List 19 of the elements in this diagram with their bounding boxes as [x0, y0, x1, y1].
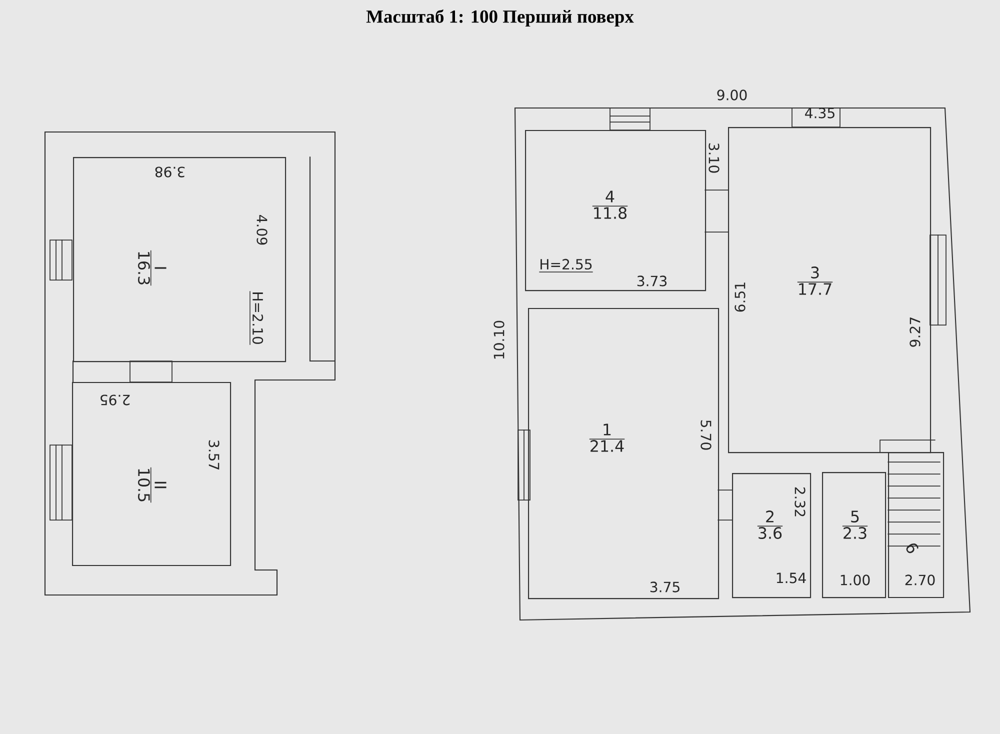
dimension-label: 1.54 — [776, 572, 806, 584]
height-label: H=2.10 — [250, 290, 264, 346]
dimension-label: 9.00 — [717, 90, 747, 100]
dimension-label: 3.98 — [155, 166, 185, 178]
dimension-label: 3.75 — [650, 582, 680, 592]
title-text: Масштаб 1: 100 Перший поверх — [366, 9, 634, 27]
dimension-label: 4.09 — [256, 215, 268, 245]
height-label: H=2.55 — [538, 258, 594, 272]
dimension-label: 3.73 — [637, 276, 667, 286]
dimension-label: 2.32 — [794, 487, 806, 516]
dimension-label: 3.10 — [708, 143, 720, 173]
dimension-label: 6.51 — [734, 282, 746, 312]
dimension-label: 9.27 — [910, 318, 920, 347]
dimension-label: 2.95 — [100, 394, 130, 406]
dimension-label: 1.00 — [840, 574, 870, 586]
dimension-label: 3.57 — [208, 440, 220, 470]
dimension-label: 2.70 — [905, 574, 935, 586]
dimension-label: 5.70 — [700, 420, 712, 450]
dimension-label: 10.10 — [494, 320, 504, 359]
